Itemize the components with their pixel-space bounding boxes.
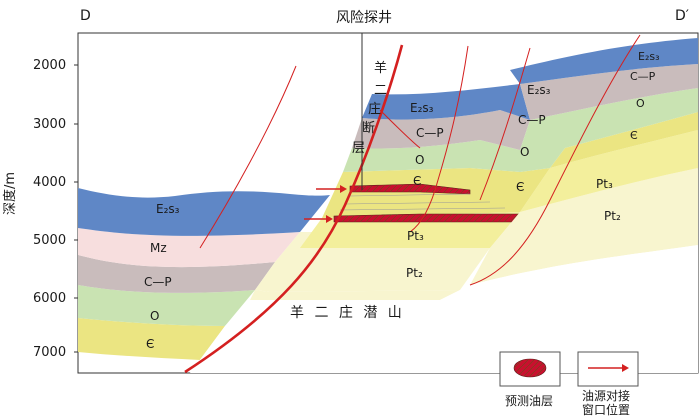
fault-name-label: 羊 二 庄 断 层 (352, 60, 387, 156)
buried-hill-label: 羊 二 庄 潜 山 (290, 304, 405, 321)
fault-mid-2 (479, 47, 531, 201)
label-left-cambrian: Є (146, 337, 154, 351)
middle-cambrian-layer (322, 168, 520, 218)
y-axis-title: 深度/m (2, 172, 18, 215)
label-left-mz: Mz (150, 241, 167, 255)
legend-oil-stripes (514, 359, 546, 377)
label-far-right-cambrian: Є (630, 129, 638, 142)
fault-mid-1 (409, 45, 469, 233)
left-cambrian-layer (78, 318, 225, 360)
label-left-e2s3: E₂s₃ (156, 202, 180, 216)
buried-hill-area (190, 245, 698, 373)
middle-lower-pt2 (250, 290, 460, 300)
fault-right-main (469, 34, 641, 286)
y-axis: 2000 3000 4000 5000 6000 7000 深度/m (2, 58, 78, 360)
section-right-label: D′ (675, 8, 689, 24)
middle-cp-layer (352, 110, 530, 150)
label-mid-pt2: Pt₂ (406, 266, 423, 280)
section-left-label: D (80, 8, 91, 24)
y-tick-3000: 3000 (33, 117, 66, 132)
y-tick-4000: 4000 (33, 175, 66, 190)
fault-name-char-2: 庄 (368, 101, 381, 117)
label-right-pt3: Pt₃ (596, 177, 613, 191)
label-far-right-o: O (636, 97, 645, 110)
fault-cp-1 (379, 109, 421, 149)
fault-left-1 (199, 65, 297, 249)
right-cp-layer (520, 64, 698, 120)
label-mid-o: O (415, 153, 424, 167)
middle-block (250, 84, 530, 300)
label-left-cp: C—P (144, 275, 172, 289)
label-right-cambrian: Є (516, 180, 524, 194)
left-ordovician-layer (78, 285, 255, 326)
y-tick-6000: 6000 (33, 291, 66, 306)
legend-window-box (577, 351, 639, 387)
label-left-o: O (150, 309, 159, 323)
y-tick-7000: 7000 (33, 345, 66, 360)
oil-window-arrows (304, 185, 347, 223)
label-far-right-cp: C—P (630, 70, 656, 83)
label-mid-cp: C—P (416, 126, 444, 140)
left-e2s3-layer (78, 188, 330, 236)
oil-layer-lower-stripes (334, 214, 520, 222)
label-mid-cambrian: Є (413, 174, 421, 188)
middle-ordovician-layer (343, 140, 520, 172)
fault-lines (184, 34, 641, 374)
label-mid-pt3: Pt₃ (407, 229, 424, 243)
fault-name-char-1: 二 (374, 83, 387, 98)
main-fault (184, 44, 404, 374)
right-pt3-layer (520, 130, 698, 212)
right-pt2-layer (470, 168, 698, 285)
middle-layer-labels: E₂s₃ C—P O Є Pt₃ Pt₂ (406, 101, 444, 280)
left-mz-layer (78, 228, 300, 268)
label-right-cp: C—P (518, 113, 546, 127)
fault-name-char-0: 羊 (374, 60, 387, 76)
oil-layer-upper-stripes (350, 184, 470, 194)
label-right-o: O (520, 145, 529, 159)
right-layer-labels: E₂s₃ C—P O Є Pt₃ Pt₂ E₂s₃ C—P O Є (516, 50, 660, 223)
right-ordovician-layer (520, 88, 698, 172)
left-cp-layer (78, 255, 275, 293)
label-far-right-e2s3: E₂s₃ (638, 50, 660, 63)
label-right-e2s3: E₂s₃ (527, 83, 551, 97)
fault-name-char-4: 层 (352, 141, 365, 156)
right-block (470, 38, 698, 285)
hatch-lines (339, 193, 506, 211)
fault-name-char-3: 断 (362, 121, 375, 136)
right-e2s3-layer (510, 38, 698, 84)
legend-window-label-1: 油源对接 (582, 388, 630, 403)
label-mid-e2s3: E₂s₃ (410, 101, 434, 115)
y-tick-2000: 2000 (33, 58, 66, 73)
legend-oil-label: 预测油层 (505, 394, 553, 408)
label-right-pt2: Pt₂ (604, 209, 621, 223)
well-label: 风险探井 (336, 10, 392, 26)
middle-e2s3-layer (362, 84, 530, 120)
left-layer-labels: E₂s₃ Mz C—P O Є (144, 202, 180, 351)
right-cambrian-layer (520, 112, 698, 212)
legend: 预测油层 油源对接 窗口位置 (499, 351, 639, 416)
y-tick-5000: 5000 (33, 233, 66, 248)
legend-window-arrowhead (622, 364, 629, 372)
legend-window-label-2: 窗口位置 (582, 402, 630, 416)
